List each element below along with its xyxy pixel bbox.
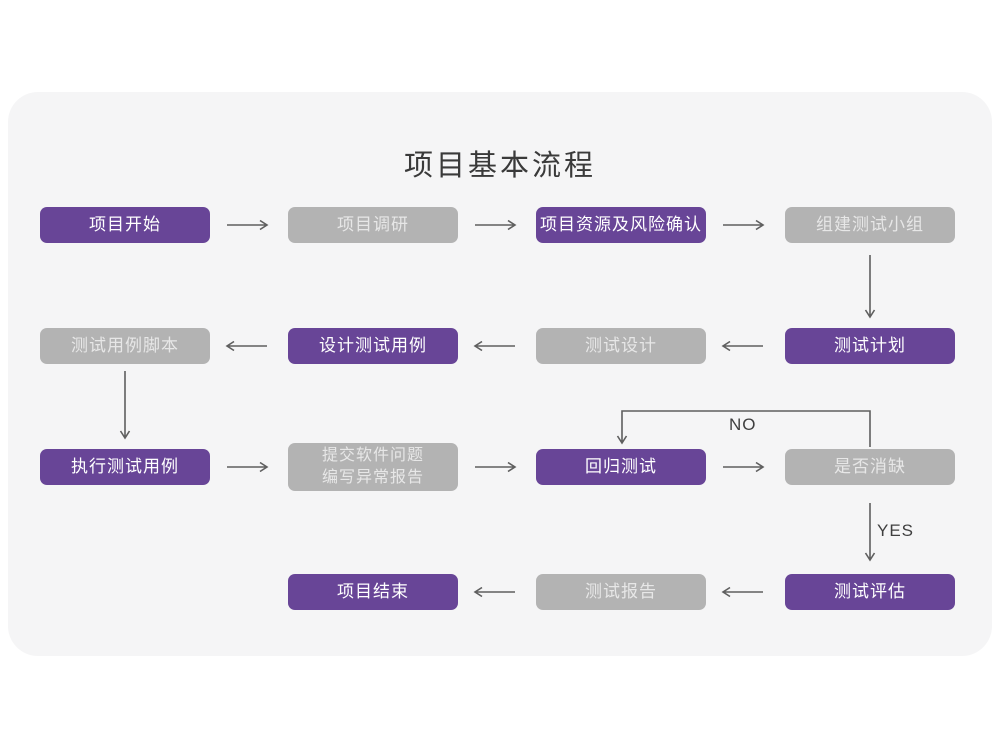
flow-node-label: 项目结束 [337, 582, 409, 602]
flow-node-label: 项目开始 [89, 215, 161, 235]
flow-node-label: 组建测试小组 [816, 215, 924, 235]
flow-node-build-test-team: 组建测试小组 [785, 207, 955, 243]
edge-label-yes: YES [877, 521, 915, 540]
flow-node-label: 回归测试 [585, 457, 657, 477]
flow-node-label: 测试评估 [834, 582, 906, 602]
flow-node-label: 设计测试用例 [319, 336, 427, 356]
flow-node-submit-issue-report: 提交软件问题 编写异常报告 [288, 443, 458, 491]
flow-node-test-evaluation: 测试评估 [785, 574, 955, 610]
flow-node-project-research: 项目调研 [288, 207, 458, 243]
flow-node-label: 测试用例脚本 [71, 336, 179, 356]
flow-node-test-case-script: 测试用例脚本 [40, 328, 210, 364]
flow-node-test-plan: 测试计划 [785, 328, 955, 364]
edge-label-no: NO [729, 415, 757, 434]
flow-node-label: 测试设计 [585, 336, 657, 356]
flow-node-project-end: 项目结束 [288, 574, 458, 610]
flowchart-card-background [8, 92, 992, 656]
flow-node-test-design: 测试设计 [536, 328, 706, 364]
flow-node-label: 执行测试用例 [71, 457, 179, 477]
page-title: 项目基本流程 [403, 150, 596, 182]
flow-node-regression-test: 回归测试 [536, 449, 706, 485]
flow-node-label: 提交软件问题 编写异常报告 [321, 446, 424, 486]
flow-node-label: 项目资源及风险确认 [540, 215, 702, 235]
flow-node-project-resources-risk: 项目资源及风险确认 [536, 207, 706, 243]
flow-node-defect-cleared-decision: 是否消缺 [785, 449, 955, 485]
flow-node-design-test-cases: 设计测试用例 [288, 328, 458, 364]
flow-node-label: 是否消缺 [834, 457, 906, 477]
flow-node-label: 测试报告 [585, 582, 657, 602]
flow-node-label: 项目调研 [337, 215, 409, 235]
flow-node-project-start: 项目开始 [40, 207, 210, 243]
flow-node-test-report: 测试报告 [536, 574, 706, 610]
flow-node-execute-test-cases: 执行测试用例 [40, 449, 210, 485]
flow-node-label: 测试计划 [834, 336, 906, 356]
